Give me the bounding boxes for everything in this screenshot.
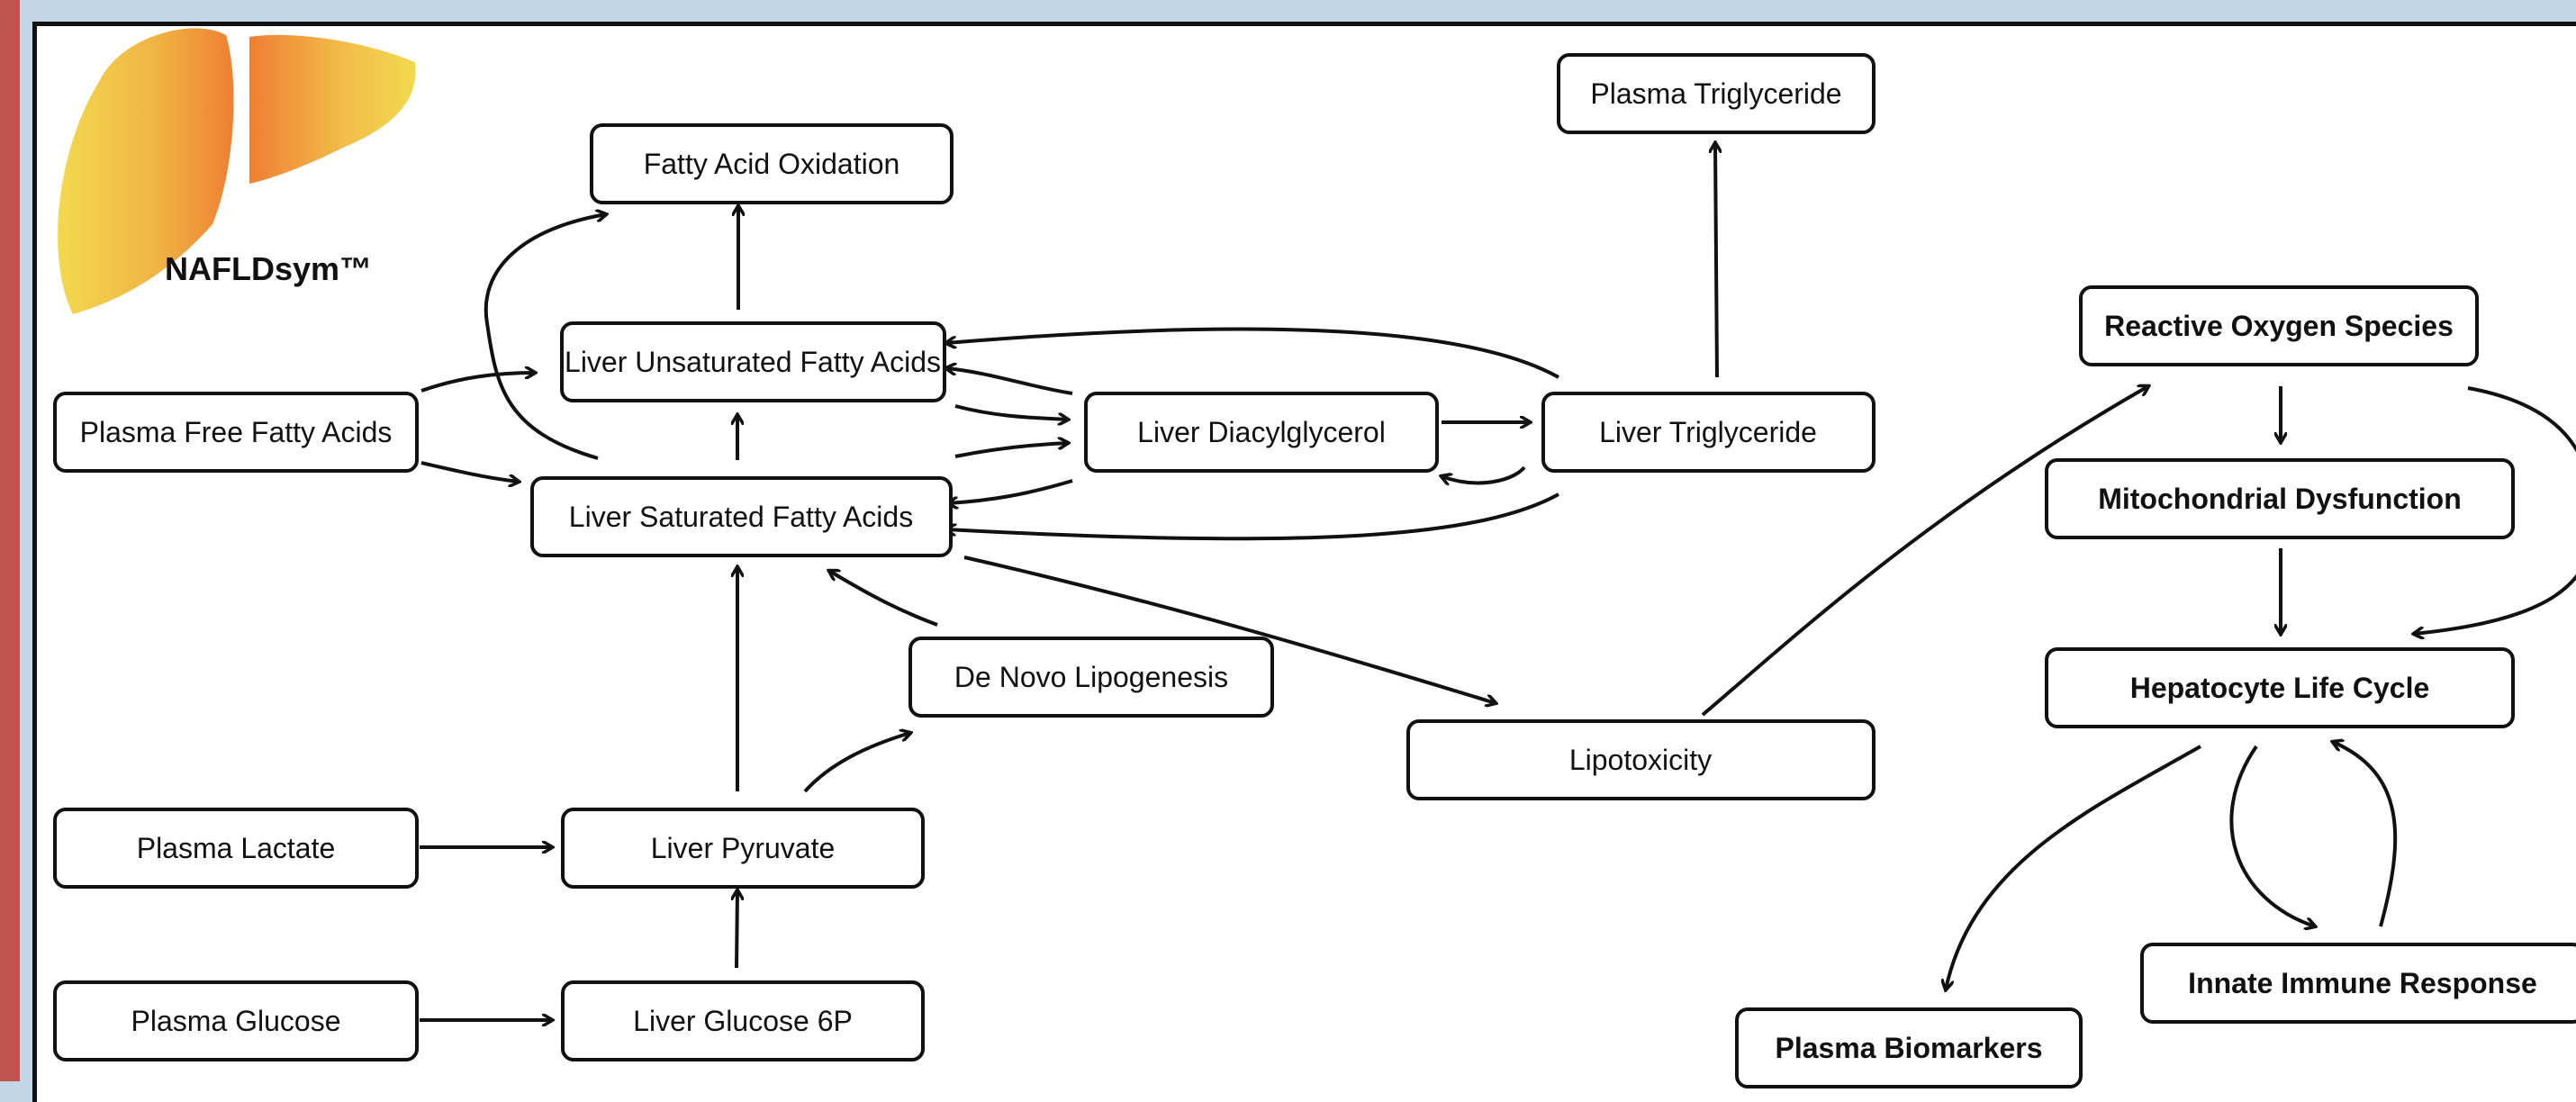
edge-sat-to-dag xyxy=(954,443,1068,458)
node-liver-saturated-fatty-acids: Liver Saturated Fatty Acids xyxy=(530,476,953,557)
edge-trig-to-dag xyxy=(1442,465,1526,483)
logo-text: NAFLDsym™ xyxy=(165,250,372,287)
edge-hepatocyte-to-biomarkers xyxy=(1946,745,2201,989)
edge-dnl-to-sat xyxy=(829,571,938,627)
node-label: Plasma Triglyceride xyxy=(1590,77,1841,110)
left-border-gap xyxy=(20,0,32,1081)
node-hepatocyte-life-cycle: Hepatocyte Life Cycle xyxy=(2045,647,2515,728)
left-border-strip xyxy=(0,0,20,1081)
node-fatty-acid-oxidation: Fatty Acid Oxidation xyxy=(590,123,954,204)
node-liver-triglyceride: Liver Triglyceride xyxy=(1541,392,1876,473)
node-label: Fatty Acid Oxidation xyxy=(644,148,900,180)
edge-pffa-to-unsat xyxy=(420,373,535,393)
node-label: Liver Pyruvate xyxy=(651,832,836,864)
node-plasma-glucose: Plasma Glucose xyxy=(53,980,419,1061)
edge-lipotoxicity-to-ros xyxy=(1701,386,2148,717)
edge-ros-to-hepatocyte xyxy=(2414,386,2576,634)
node-lipotoxicity: Lipotoxicity xyxy=(1406,719,1876,800)
edge-dag-to-sat xyxy=(948,479,1073,503)
node-label: Mitochondrial Dysfunction xyxy=(2098,483,2462,515)
edge-trig-to-sat xyxy=(946,492,1559,541)
node-label: Plasma Biomarkers xyxy=(1775,1032,2042,1064)
node-liver-unsaturated-fatty-acids: Liver Unsaturated Fatty Acids xyxy=(560,321,946,402)
liver-icon xyxy=(58,28,416,314)
node-de-novo-lipogenesis: De Novo Lipogenesis xyxy=(908,637,1274,718)
node-label: Hepatocyte Life Cycle xyxy=(2130,672,2430,704)
node-label: Liver Triglyceride xyxy=(1599,416,1817,448)
edge-trig-to-plasma-trig xyxy=(1715,143,1717,378)
node-liver-pyruvate: Liver Pyruvate xyxy=(561,808,925,889)
edge-dag-to-unsat xyxy=(946,368,1073,395)
edge-sat-to-fao xyxy=(484,214,606,460)
edge-trig-to-unsat xyxy=(946,327,1559,379)
node-liver-diacylglycerol: Liver Diacylglycerol xyxy=(1084,392,1439,473)
node-plasma-free-fatty-acids: Plasma Free Fatty Acids xyxy=(53,392,419,473)
node-innate-immune-response: Innate Immune Response xyxy=(2140,943,2576,1024)
pathway-diagram: NAFLDsym™ Plasma Triglyceride xyxy=(53,28,2576,1088)
edge-innate-to-hepatocyte xyxy=(2333,742,2398,927)
node-plasma-triglyceride: Plasma Triglyceride xyxy=(1557,53,1876,134)
node-label: De Novo Lipogenesis xyxy=(954,661,1228,693)
diagram-canvas: NAFLDsym™ Plasma Triglyceride xyxy=(32,22,2576,1102)
node-label: Liver Diacylglycerol xyxy=(1137,416,1386,448)
node-label: Reactive Oxygen Species xyxy=(2104,310,2454,342)
node-label: Plasma Free Fatty Acids xyxy=(80,416,393,448)
node-reactive-oxygen-species: Reactive Oxygen Species xyxy=(2079,285,2479,366)
edge-unsat-to-dag xyxy=(954,404,1068,420)
edge-sat-to-lipotoxicity xyxy=(963,556,1496,703)
edge-pyruvate-to-dnl xyxy=(803,733,910,793)
node-mitochondrial-dysfunction: Mitochondrial Dysfunction xyxy=(2045,458,2515,539)
edge-pffa-to-sat xyxy=(420,461,519,482)
node-label: Plasma Glucose xyxy=(131,1005,341,1037)
edge-hepatocyte-to-innate xyxy=(2229,745,2315,926)
node-label: Liver Unsaturated Fatty Acids xyxy=(565,346,941,378)
node-plasma-lactate: Plasma Lactate xyxy=(53,808,419,889)
node-liver-glucose-6p: Liver Glucose 6P xyxy=(561,980,925,1061)
edges xyxy=(420,143,2576,1020)
node-label: Innate Immune Response xyxy=(2188,967,2537,999)
node-label: Plasma Lactate xyxy=(137,832,336,864)
node-label: Liver Saturated Fatty Acids xyxy=(569,501,913,533)
node-label: Lipotoxicity xyxy=(1569,744,1712,776)
node-plasma-biomarkers: Plasma Biomarkers xyxy=(1735,1007,2083,1088)
node-label: Liver Glucose 6P xyxy=(633,1005,853,1037)
